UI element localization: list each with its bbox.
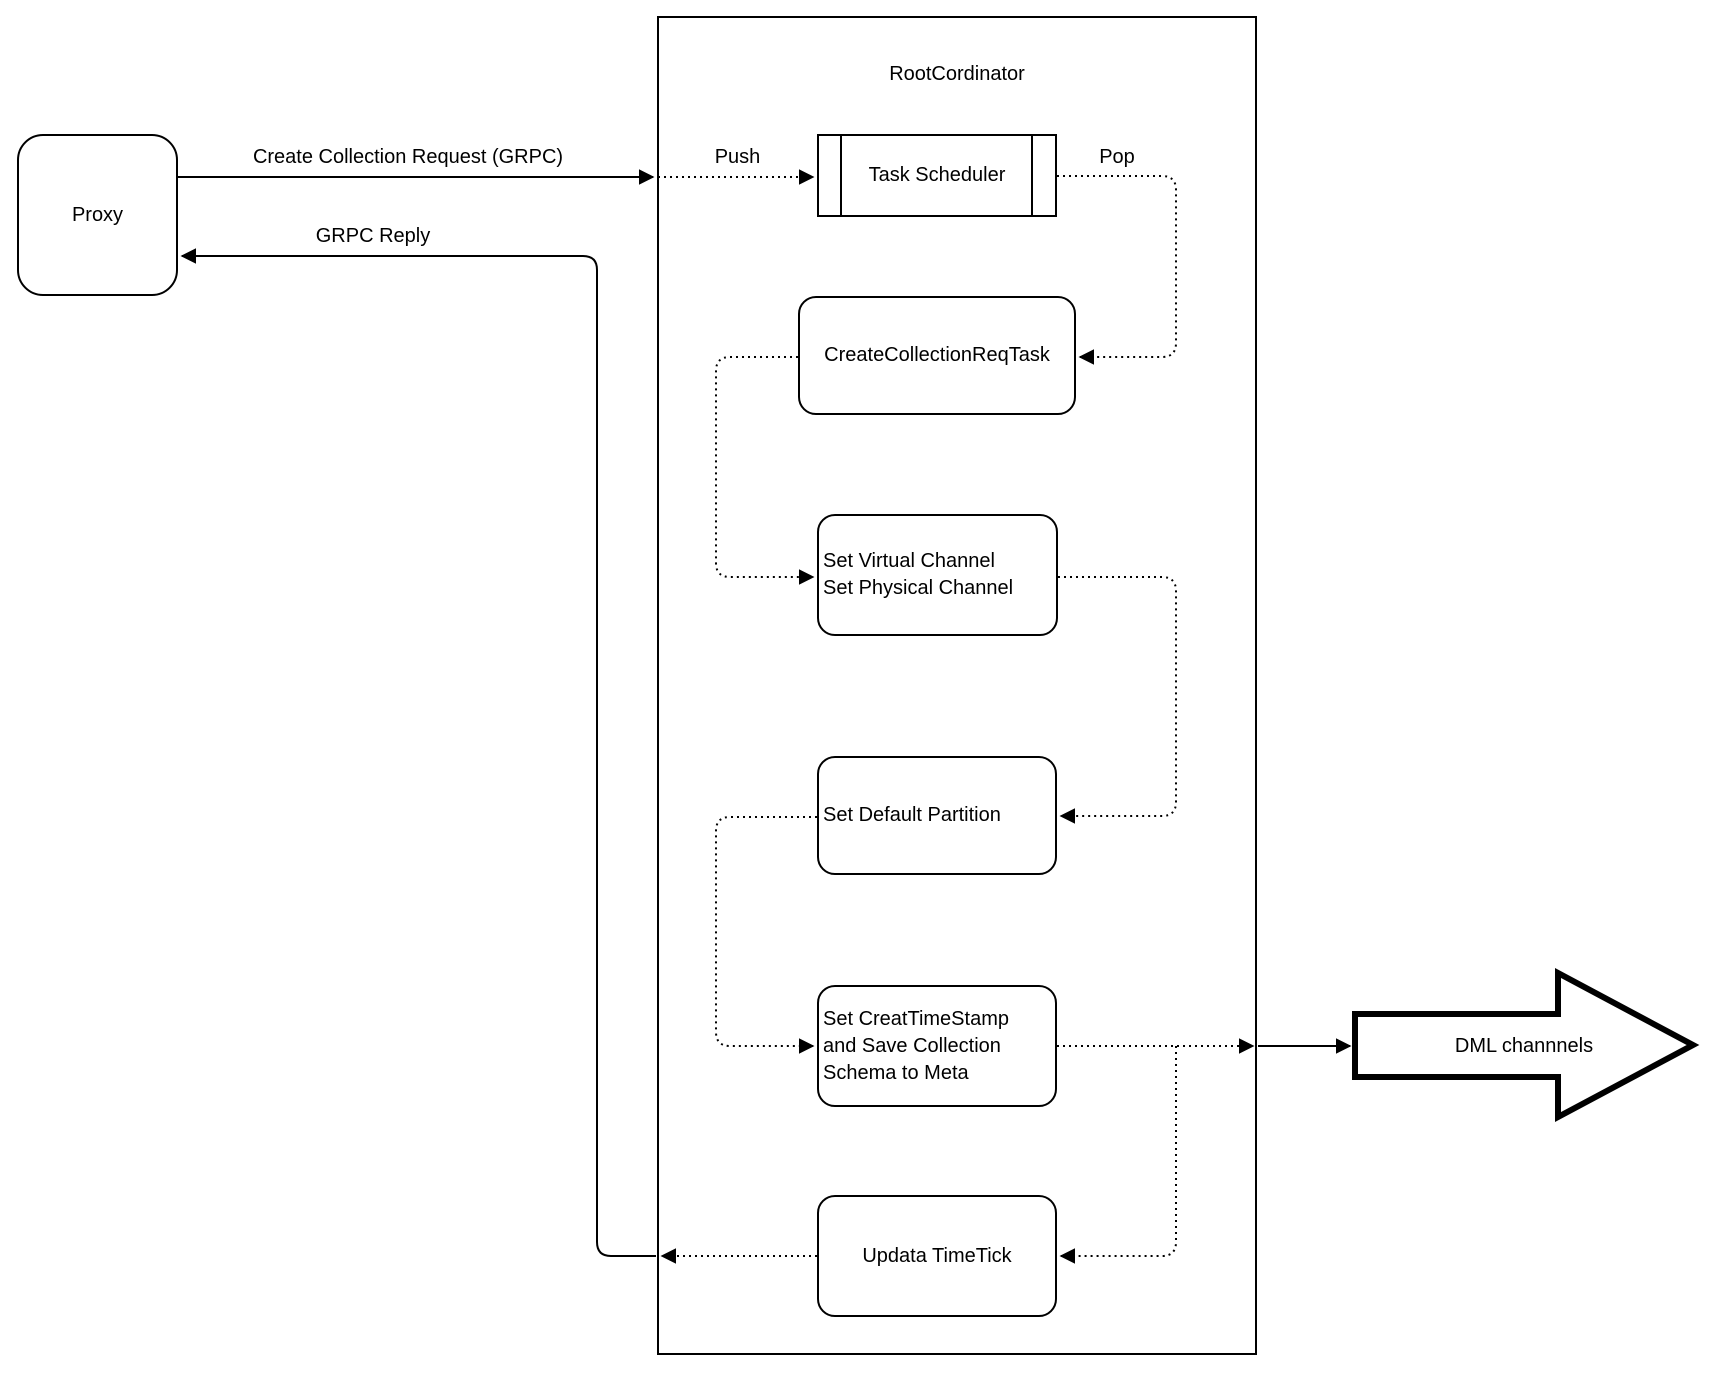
set-timestamp-line-2: and Save Collection [823, 1034, 1001, 1057]
proxy-label: Proxy [71, 203, 124, 226]
dml-channels-arrow [1352, 968, 1700, 1122]
set-timestamp-line-3: Schema to Meta [823, 1061, 969, 1084]
root-coordinator-container [657, 16, 1257, 1355]
task-scheduler-node: Task Scheduler [817, 134, 1057, 217]
edge-timestamp-to-timetick [1059, 1046, 1177, 1264]
set-timestamp-node: Set CreatTimeStamp and Save Collection S… [817, 985, 1057, 1107]
set-channels-node: Set Virtual Channel Set Physical Channel [817, 514, 1058, 636]
edge-grpc-reply [180, 248, 656, 1257]
update-timetick-label: Updata TimeTick [862, 1244, 1012, 1267]
set-default-partition-node: Set Default Partition [817, 756, 1057, 875]
root-coordinator-title: RootCordinator [889, 63, 1025, 85]
edge-partition-to-timestamp [715, 816, 817, 1054]
dml-channels-label: DML channnels [1454, 1035, 1594, 1057]
task-scheduler-left-bar [840, 136, 842, 215]
set-channels-line-2: Set Physical Channel [823, 577, 1014, 599]
pop-label: Pop [1099, 146, 1135, 168]
set-default-partition-label: Set Default Partition [823, 804, 1001, 826]
create-collection-req-task-label: CreateCollectionReqTask [824, 344, 1050, 366]
push-label: Push [714, 146, 761, 168]
set-timestamp-line-1: Set CreatTimeStamp [823, 1007, 1009, 1030]
create-collection-req-task-node: CreateCollectionReqTask [798, 296, 1076, 415]
task-scheduler-right-bar [1031, 136, 1033, 215]
update-timetick-node: Updata TimeTick [817, 1195, 1057, 1317]
edge-pop-loop [1057, 175, 1177, 365]
grpc-reply-label: GRPC Reply [315, 225, 431, 247]
task-scheduler-label: Task Scheduler [868, 164, 1006, 186]
set-channels-line-1: Set Virtual Channel [823, 550, 995, 572]
proxy-node: Proxy [17, 134, 178, 296]
edge-channels-to-partition [1058, 576, 1177, 824]
create-collection-request-label: Create Collection Request (GRPC) [252, 146, 564, 168]
edge-reqtask-to-channels [715, 356, 815, 585]
